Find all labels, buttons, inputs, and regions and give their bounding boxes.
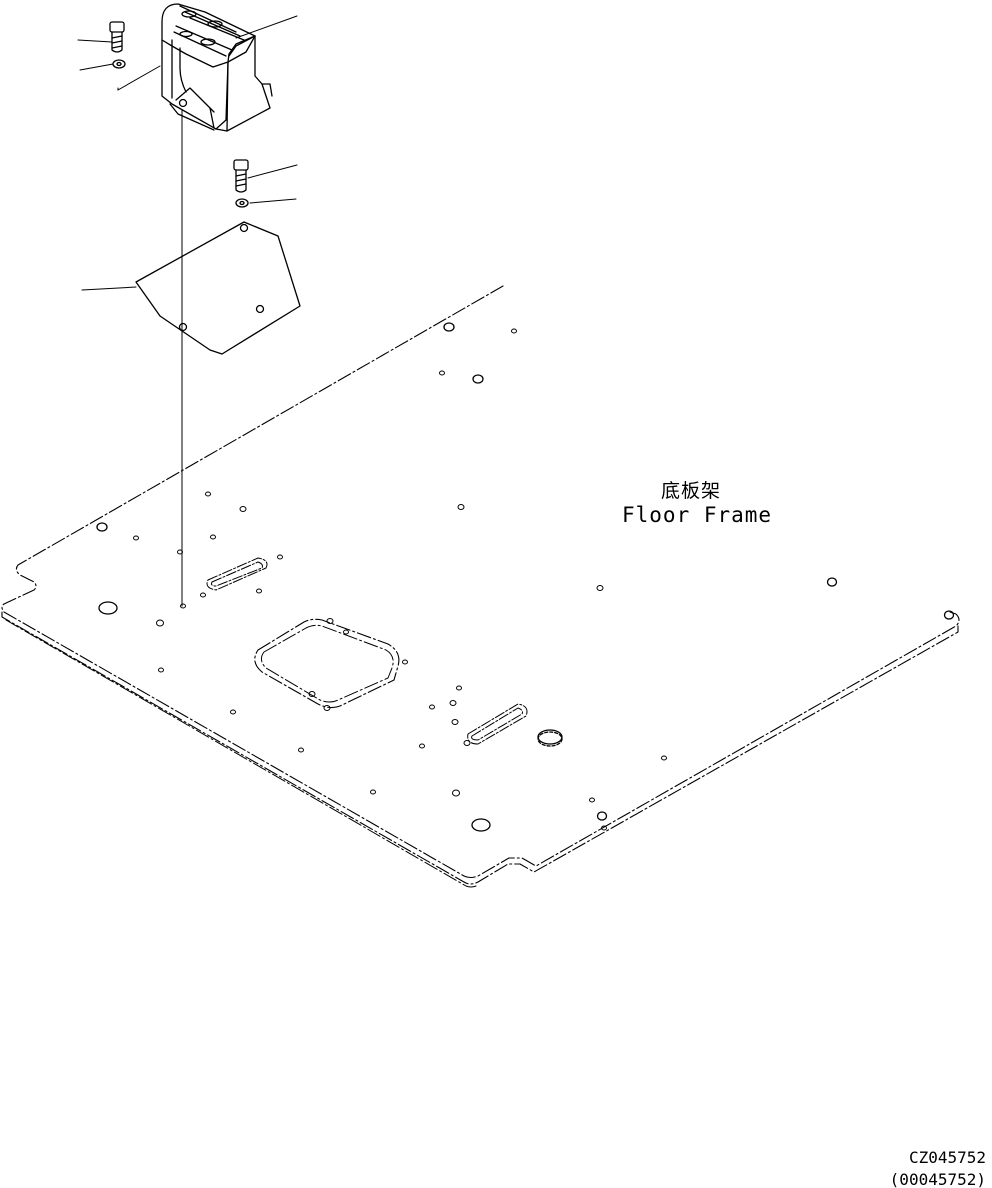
floor-frame-label-cn: 底板架 bbox=[661, 480, 722, 502]
mounting-plate bbox=[135, 221, 301, 355]
drawing-code-secondary: (00045752) bbox=[889, 1170, 986, 1188]
upper-washer bbox=[112, 59, 126, 69]
floor-frame-holes bbox=[133, 328, 667, 831]
drawing-code: CZ045752 bbox=[908, 1148, 986, 1167]
floor-frame bbox=[1, 285, 960, 888]
lower-bolt bbox=[233, 159, 249, 193]
leader-lines bbox=[77, 15, 298, 607]
lower-washer bbox=[235, 198, 249, 208]
upper-bolt bbox=[109, 21, 125, 53]
floor-frame-label-en: Floor Frame bbox=[622, 503, 773, 527]
controller-box bbox=[161, 3, 273, 132]
